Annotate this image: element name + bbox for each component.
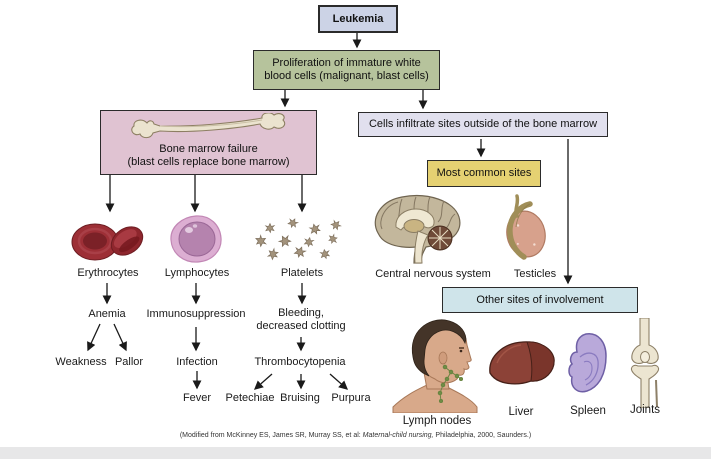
lymph-nodes-label: Lymph nodes xyxy=(402,415,472,427)
leukemia-label: Leukemia xyxy=(332,12,384,25)
liver-label: Liver xyxy=(508,406,534,418)
petechiae-label: Petechiae xyxy=(225,392,275,404)
leukemia-title-box: Leukemia xyxy=(318,5,398,33)
bone-marrow-failure-box: Bone marrow failure (blast cells replace… xyxy=(100,110,317,175)
spleen-label: Spleen xyxy=(570,405,606,417)
most-common-sites-box: Most common sites xyxy=(427,160,541,187)
infiltrate-label: Cells infiltrate sites outside of the bo… xyxy=(368,118,598,130)
infiltrate-box: Cells infiltrate sites outside of the bo… xyxy=(358,112,608,137)
lymph-nodes-icon xyxy=(392,319,478,413)
other-sites-box: Other sites of involvement xyxy=(442,287,638,313)
immunosuppression-label: Immunosuppression xyxy=(146,308,246,320)
bone-marrow-line2: (blast cells replace bone marrow) xyxy=(127,156,290,168)
most-common-sites-label: Most common sites xyxy=(436,167,532,179)
platelets-label: Platelets xyxy=(280,267,324,279)
joints-icon xyxy=(630,318,660,408)
citation-book-title: Maternal-child nursing, xyxy=(362,432,434,439)
brain-icon xyxy=(374,195,461,264)
platelets-icon xyxy=(255,217,343,261)
cns-label: Central nervous system xyxy=(375,268,491,280)
weakness-label: Weakness xyxy=(55,356,107,368)
pallor-label: Pallor xyxy=(114,356,144,368)
proliferation-line1: Proliferation of immature white xyxy=(272,57,421,69)
bone-icon xyxy=(129,112,289,147)
purpura-label: Purpura xyxy=(331,392,371,404)
bleeding-label: Bleeding, decreased clotting xyxy=(256,307,346,332)
infection-label: Infection xyxy=(176,356,218,368)
testicles-label: Testicles xyxy=(513,268,557,280)
lymphocytes-label: Lymphocytes xyxy=(164,267,230,279)
footer-bar xyxy=(0,447,711,459)
proliferation-line2: blood cells (malignant, blast cells) xyxy=(264,70,429,82)
joints-label: Joints xyxy=(629,404,661,416)
citation: (Modified from McKinney ES, James SR, Mu… xyxy=(179,432,532,439)
testicle-icon xyxy=(506,194,546,260)
spleen-icon xyxy=(568,333,607,393)
other-sites-label: Other sites of involvement xyxy=(476,293,604,306)
fever-label: Fever xyxy=(182,392,212,404)
lymphocyte-icon xyxy=(170,215,222,263)
thrombocytopenia-label: Thrombocytopenia xyxy=(254,356,346,368)
proliferation-box: Proliferation of immature white blood ce… xyxy=(253,50,440,90)
anemia-label: Anemia xyxy=(88,308,126,320)
bone-marrow-line1: Bone marrow failure xyxy=(159,143,258,155)
erythrocytes-label: Erythrocytes xyxy=(77,267,139,279)
erythrocytes-icon xyxy=(71,223,144,261)
liver-icon xyxy=(489,341,555,385)
bruising-label: Bruising xyxy=(280,392,320,404)
